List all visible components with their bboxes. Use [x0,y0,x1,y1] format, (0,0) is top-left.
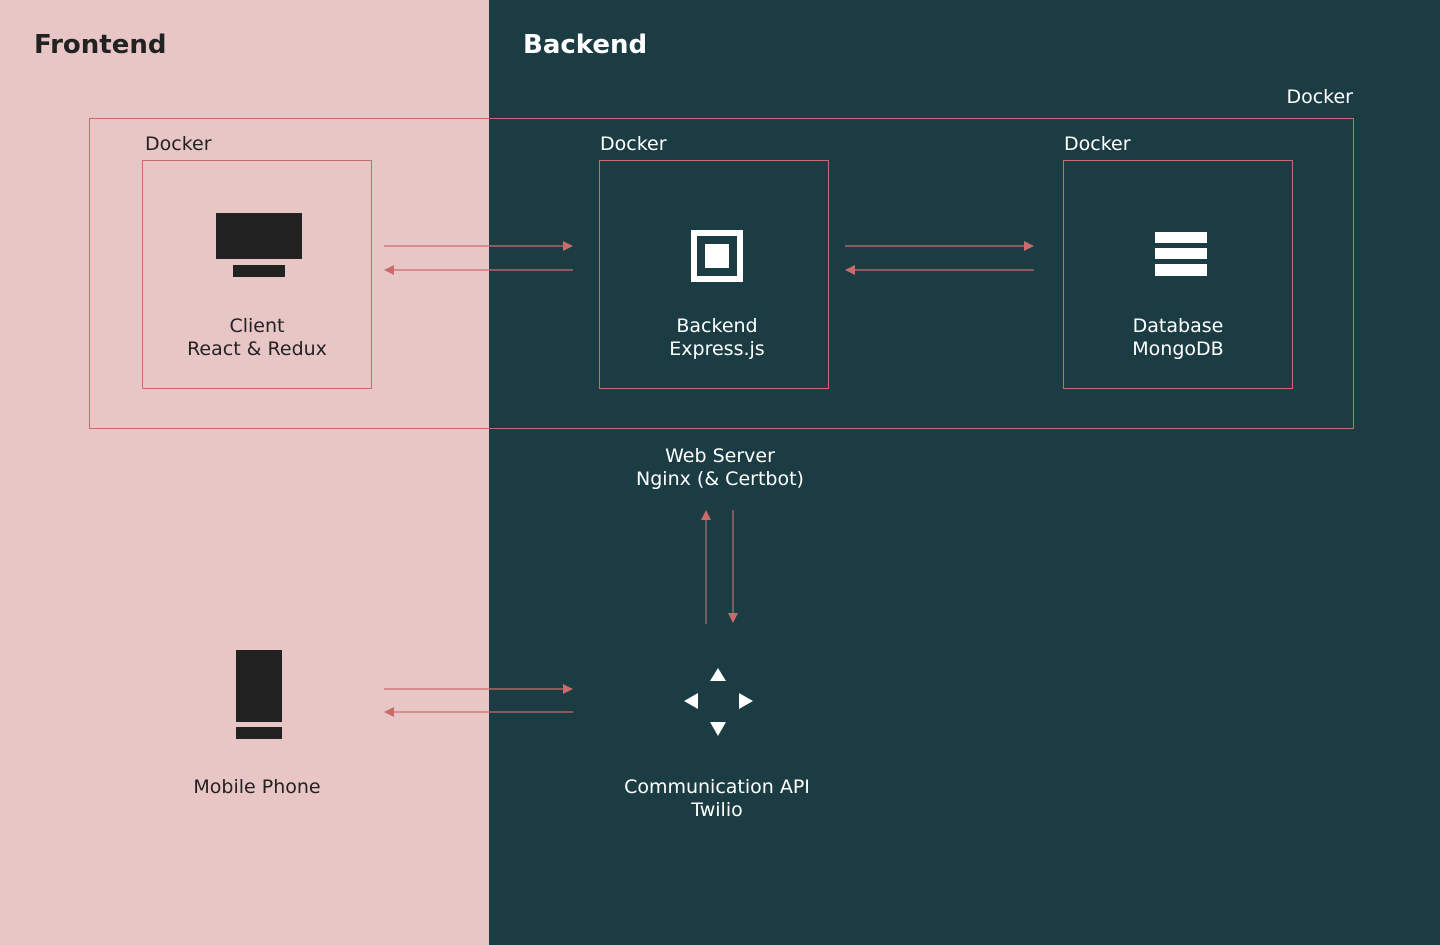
mobile-name: Mobile Phone [193,776,321,798]
communication-label: Communication API Twilio [600,776,834,822]
database-tech: MongoDB [1132,338,1224,360]
mobile-label: Mobile Phone [142,776,372,799]
frontend-title: Frontend [34,30,167,60]
docker-client-label: Docker [145,133,212,155]
monitor-icon [216,213,302,283]
docker-database-label: Docker [1064,133,1131,155]
backend-name: Backend [676,315,758,337]
docker-outer-container [89,118,1354,429]
database-icon [1155,232,1207,280]
web-server-tech: Nginx (& Certbot) [636,468,804,490]
docker-outer-label: Docker [1286,86,1353,108]
mobile-phone-icon [236,650,282,744]
database-node[interactable] [1063,160,1293,389]
client-node[interactable] [142,160,372,389]
database-label: Database MongoDB [1063,315,1293,361]
client-tech: React & Redux [187,338,327,360]
client-name: Client [229,315,285,337]
backend-title: Backend [523,30,648,60]
client-backend-connector [384,241,573,275]
client-label: Client React & Redux [142,315,372,361]
backend-database-connector [845,241,1034,275]
server-icon [691,230,743,286]
frontend-panel [0,0,489,945]
backend-label: Backend Express.js [599,315,835,361]
communication-name: Communication API [624,776,810,798]
mobile-communication-connector [384,684,573,717]
backend-panel [489,0,1440,945]
backend-node[interactable] [599,160,829,389]
communication-tech: Twilio [691,799,743,821]
database-name: Database [1132,315,1224,337]
backend-tech: Express.js [669,338,765,360]
webserver-communication-connector [701,510,738,624]
web-server-label: Web Server Nginx (& Certbot) [600,445,840,491]
web-server-name: Web Server [665,445,775,467]
direction-arrows-icon [683,666,755,742]
docker-backend-label: Docker [600,133,667,155]
